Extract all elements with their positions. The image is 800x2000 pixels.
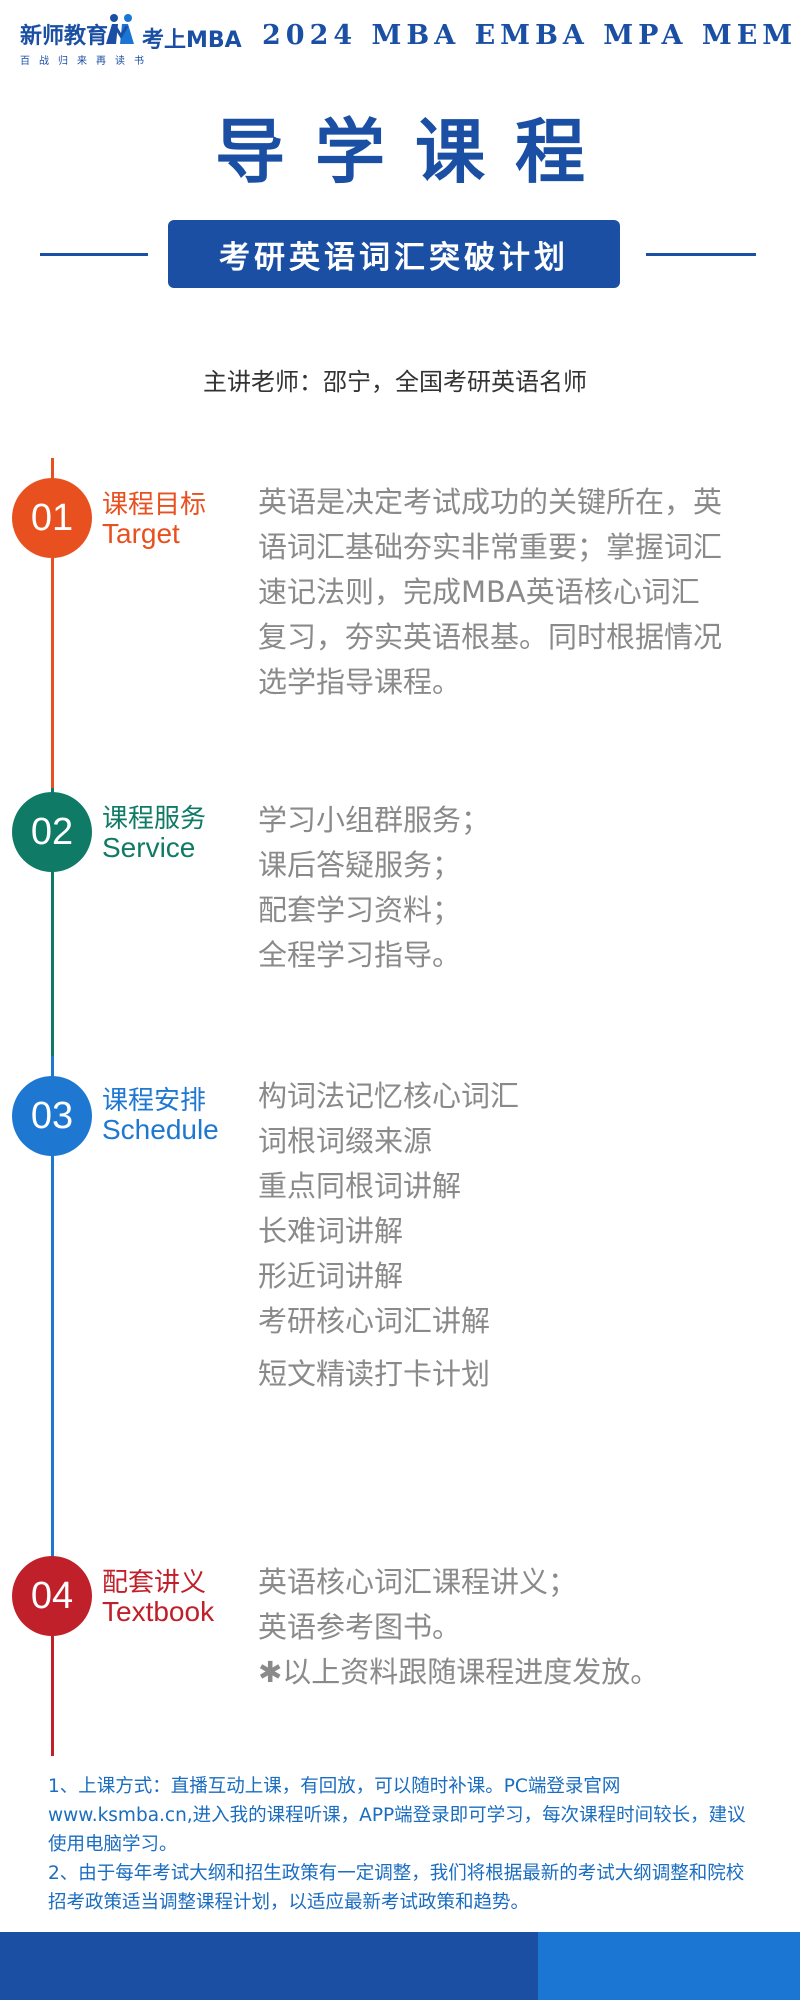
section-content: 构词法记忆核心词汇 词根词缀来源 重点同根词讲解 长难词讲解 形近词讲解 考研核… <box>258 1074 728 1397</box>
timeline-segment-schedule <box>51 1056 54 1596</box>
section-content: 英语是决定考试成功的关键所在，英语词汇基础夯实非常重要；掌握词汇速记法则，完成M… <box>258 480 728 705</box>
logo-brand-text: 考上MBA <box>142 28 242 53</box>
teacher-info: 主讲老师：邵宁，全国考研英语名师 <box>203 368 587 396</box>
section-content: 学习小组群服务； 课后答疑服务； 配套学习资料； 全程学习指导。 <box>258 798 728 978</box>
footer-bar-left <box>0 1932 538 2000</box>
list-item: 短文精读打卡计划 <box>258 1357 491 1391</box>
subtitle-rule-right <box>646 253 756 256</box>
timeline-segment-service <box>51 788 54 1056</box>
section-label-en: Textbook <box>102 1596 215 1627</box>
section-label-cn: 配套讲义 <box>102 1568 207 1598</box>
list-item: ✱以上资料跟随课程进度发放。 <box>258 1655 660 1689</box>
logo-text: 新师教育 <box>20 24 109 49</box>
list-item: 英语参考图书。 <box>258 1610 462 1644</box>
list-item: 学习小组群服务； <box>258 803 491 837</box>
section-label-en: Schedule <box>102 1114 219 1145</box>
program-list: 2024 MBA EMBA MPA MEM <box>262 20 798 51</box>
section-label-cn: 课程服务 <box>102 804 207 834</box>
timeline-segment-target <box>51 458 54 788</box>
target-paragraph: 英语是决定考试成功的关键所在，英语词汇基础夯实非常重要；掌握词汇速记法则，完成M… <box>258 485 723 699</box>
section-label-cn: 课程目标 <box>102 490 207 520</box>
logo-people-icon <box>106 14 134 44</box>
note-item: 2、由于每年考试大纲和招生政策有一定调整，我们将根据最新的考试大纲调整和院校招考… <box>48 1863 745 1913</box>
footer-bar-right <box>538 1932 800 2000</box>
section-label-cn: 课程安排 <box>102 1086 207 1116</box>
list-item: 英语核心词汇课程讲义； <box>258 1565 578 1599</box>
list-item: 全程学习指导。 <box>258 938 462 972</box>
section-label-en: Target <box>102 518 180 549</box>
section-number-circle: 02 <box>12 792 92 872</box>
notes: 1、上课方式：直播互动上课，有回放，可以随时补课。PC端登录官网www.ksmb… <box>48 1772 748 1917</box>
list-item: 考研核心词汇讲解 <box>258 1304 491 1338</box>
page-title: 导学课程 <box>215 110 615 193</box>
list-item: 重点同根词讲解 <box>258 1169 462 1203</box>
list-item: 构词法记忆核心词汇 <box>258 1079 520 1113</box>
timeline-segment-textbook <box>51 1596 54 1756</box>
note-item: 1、上课方式：直播互动上课，有回放，可以随时补课。PC端登录官网www.ksmb… <box>48 1776 746 1855</box>
section-content: 英语核心词汇课程讲义； 英语参考图书。 ✱以上资料跟随课程进度发放。 <box>258 1560 728 1695</box>
list-item: 长难词讲解 <box>258 1214 404 1248</box>
list-item: 形近词讲解 <box>258 1259 404 1293</box>
section-label-en: Service <box>102 832 196 863</box>
list-item: 词根词缀来源 <box>258 1124 433 1158</box>
section-number-circle: 04 <box>12 1556 92 1636</box>
section-number-circle: 03 <box>12 1076 92 1156</box>
list-item: 配套学习资料； <box>258 893 462 927</box>
list-item: 课后答疑服务； <box>258 848 462 882</box>
subtitle-banner: 考研英语词汇突破计划 <box>168 220 620 288</box>
section-number-circle: 01 <box>12 478 92 558</box>
subtitle-rule-left <box>40 253 148 256</box>
logo-tagline: 百战归来再读书 <box>20 56 153 67</box>
